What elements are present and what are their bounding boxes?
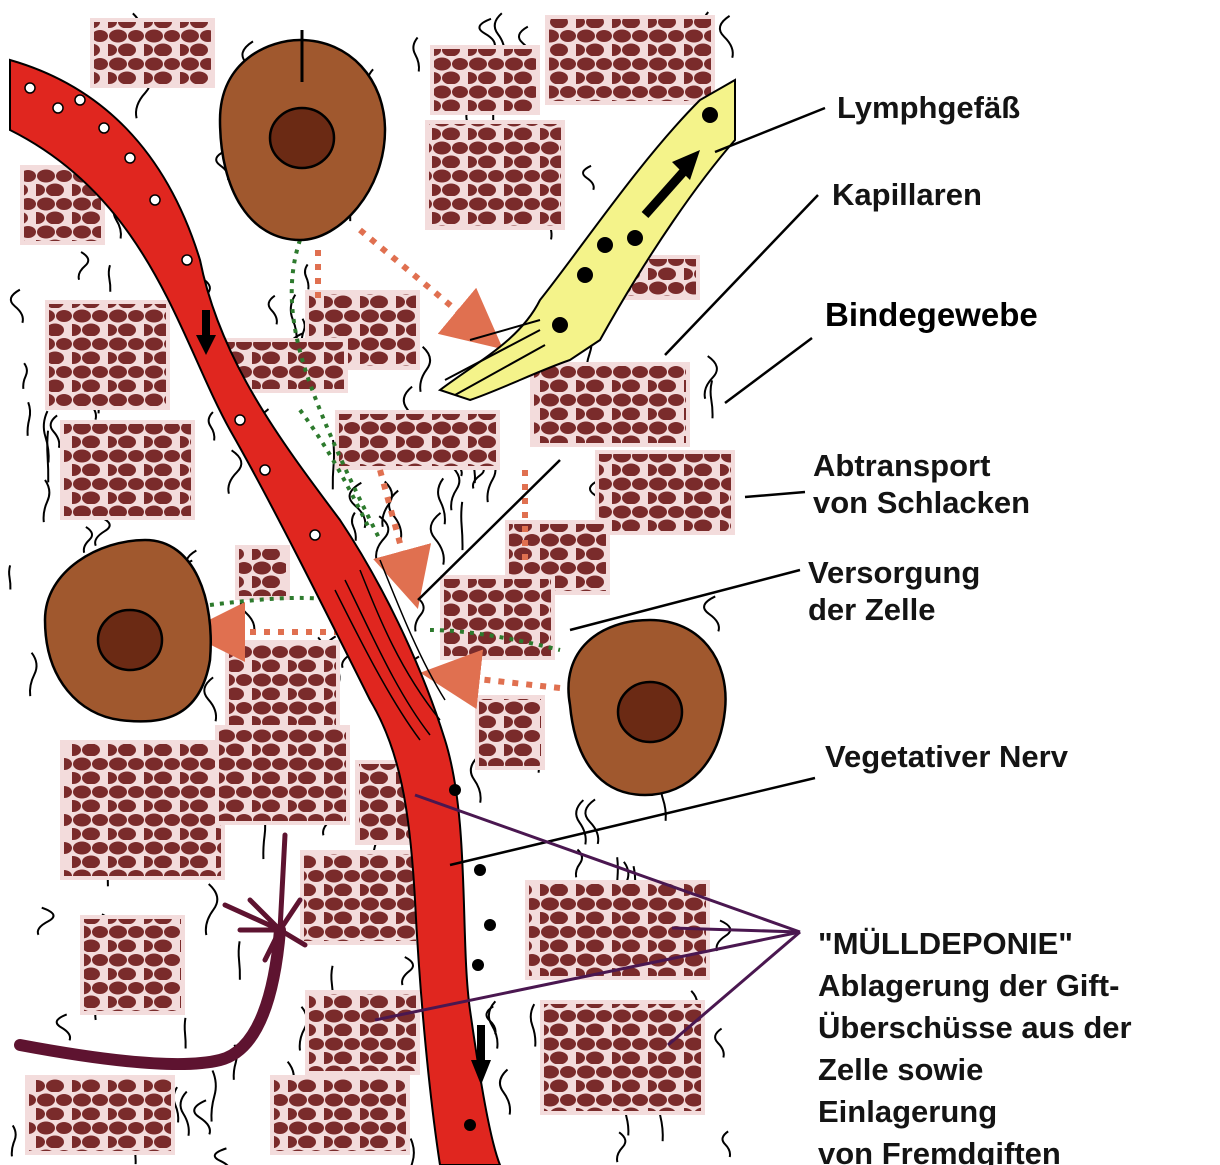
fiber bbox=[57, 1014, 70, 1040]
deposit-dots bbox=[94, 22, 211, 84]
label-waste-dump-line4: Einlagerung bbox=[818, 1091, 1132, 1133]
fiber bbox=[84, 527, 92, 553]
fiber bbox=[28, 402, 31, 436]
fiber bbox=[44, 480, 50, 522]
cell-icon bbox=[568, 620, 725, 795]
label-capillaries: Kapillaren bbox=[832, 176, 982, 213]
label-cell-supply-line2: der Zelle bbox=[808, 591, 980, 628]
fiber bbox=[479, 19, 494, 48]
deposit-dots bbox=[429, 124, 561, 226]
deposit-dots bbox=[274, 1079, 406, 1151]
label-waste-dump-line1: Ablagerung der Gift- bbox=[818, 965, 1132, 1007]
fiber bbox=[617, 1132, 625, 1162]
deposit-dots bbox=[529, 884, 706, 976]
deposit-dots bbox=[444, 579, 551, 656]
fiber bbox=[438, 478, 445, 524]
deposit-dots bbox=[64, 744, 221, 876]
fiber bbox=[711, 380, 713, 418]
deposit-dots bbox=[304, 854, 416, 941]
fiber bbox=[531, 1004, 536, 1046]
fiber bbox=[239, 941, 240, 979]
label-cell-supply-line1: Versorgung bbox=[808, 554, 980, 591]
fiber bbox=[204, 677, 216, 721]
fiber bbox=[420, 347, 430, 392]
fiber bbox=[109, 265, 111, 292]
fiber bbox=[23, 363, 27, 389]
label-waste-dump-line3: Zelle sowie bbox=[818, 1049, 1132, 1091]
fiber bbox=[30, 653, 37, 696]
arrow-from-right-cell bbox=[450, 676, 560, 688]
fiber bbox=[79, 252, 89, 280]
fiber bbox=[185, 1018, 186, 1049]
fiber bbox=[500, 1069, 510, 1114]
deposit-dots bbox=[84, 919, 181, 1011]
fiber bbox=[215, 1148, 231, 1165]
fiber bbox=[720, 16, 733, 58]
label-waste-dump-line5: von Fremdgiften bbox=[818, 1133, 1132, 1165]
fiber bbox=[206, 884, 217, 935]
fiber bbox=[576, 800, 586, 844]
fiber bbox=[451, 468, 459, 510]
deposit-dots bbox=[339, 414, 496, 466]
fiber bbox=[461, 502, 462, 550]
fiber bbox=[95, 516, 110, 545]
deposit-dots bbox=[309, 994, 416, 1071]
fiber bbox=[181, 1092, 189, 1136]
label-waste-dump: "MÜLLDEPONIE" Ablagerung der Gift- Übers… bbox=[818, 923, 1132, 1165]
fiber bbox=[51, 415, 60, 447]
fiber bbox=[410, 1139, 414, 1165]
label-waste-removal-line2: von Schlacken bbox=[813, 484, 1030, 521]
deposit-dots bbox=[229, 644, 336, 726]
label-connective-tissue: Bindegewebe bbox=[825, 296, 1038, 333]
fiber bbox=[585, 799, 598, 843]
deposit-dots bbox=[479, 699, 541, 766]
deposit-dots bbox=[239, 549, 286, 596]
label-lymph-vessel: Lymphgefäß bbox=[837, 89, 1020, 126]
fiber bbox=[12, 1125, 16, 1156]
label-waste-dump-title: "MÜLLDEPONIE" bbox=[818, 923, 1132, 965]
fiber bbox=[352, 513, 356, 541]
arrow-down-center bbox=[380, 470, 410, 580]
fiber bbox=[305, 264, 309, 289]
label-waste-dump-line2: Überschüsse aus der bbox=[818, 1007, 1132, 1049]
label-waste-removal: Abtransport von Schlacken bbox=[813, 447, 1030, 521]
deposit-dots bbox=[544, 1004, 701, 1111]
deposit-dots bbox=[434, 49, 536, 111]
fiber bbox=[583, 166, 594, 190]
fiber bbox=[413, 37, 419, 71]
fiber bbox=[9, 565, 10, 589]
fiber bbox=[228, 450, 241, 493]
deposit-dots bbox=[219, 729, 346, 821]
fiber bbox=[402, 957, 413, 985]
fiber bbox=[211, 1071, 215, 1122]
fiber bbox=[704, 596, 719, 631]
label-cell-supply: Versorgung der Zelle bbox=[808, 554, 980, 628]
fiber bbox=[11, 290, 23, 323]
fiber bbox=[415, 598, 423, 632]
label-vegetative-nerve: Vegetativer Nerv bbox=[825, 738, 1068, 775]
fiber bbox=[723, 1131, 731, 1157]
fiber bbox=[431, 513, 444, 565]
fiber bbox=[194, 1100, 210, 1134]
label-waste-removal-line1: Abtransport bbox=[813, 447, 1030, 484]
deposit-dots bbox=[549, 19, 711, 101]
fiber bbox=[209, 412, 215, 440]
deposit-dots bbox=[49, 304, 166, 406]
cell-icon bbox=[45, 540, 211, 721]
fiber bbox=[269, 296, 277, 325]
deposit-dots bbox=[64, 424, 191, 516]
deposit-dots bbox=[534, 366, 686, 443]
deposit-dots bbox=[599, 454, 731, 531]
deposit-dots bbox=[29, 1079, 171, 1151]
fiber bbox=[715, 1029, 724, 1058]
cell-icon bbox=[220, 30, 385, 240]
fiber bbox=[333, 440, 334, 489]
fiber bbox=[38, 908, 54, 935]
